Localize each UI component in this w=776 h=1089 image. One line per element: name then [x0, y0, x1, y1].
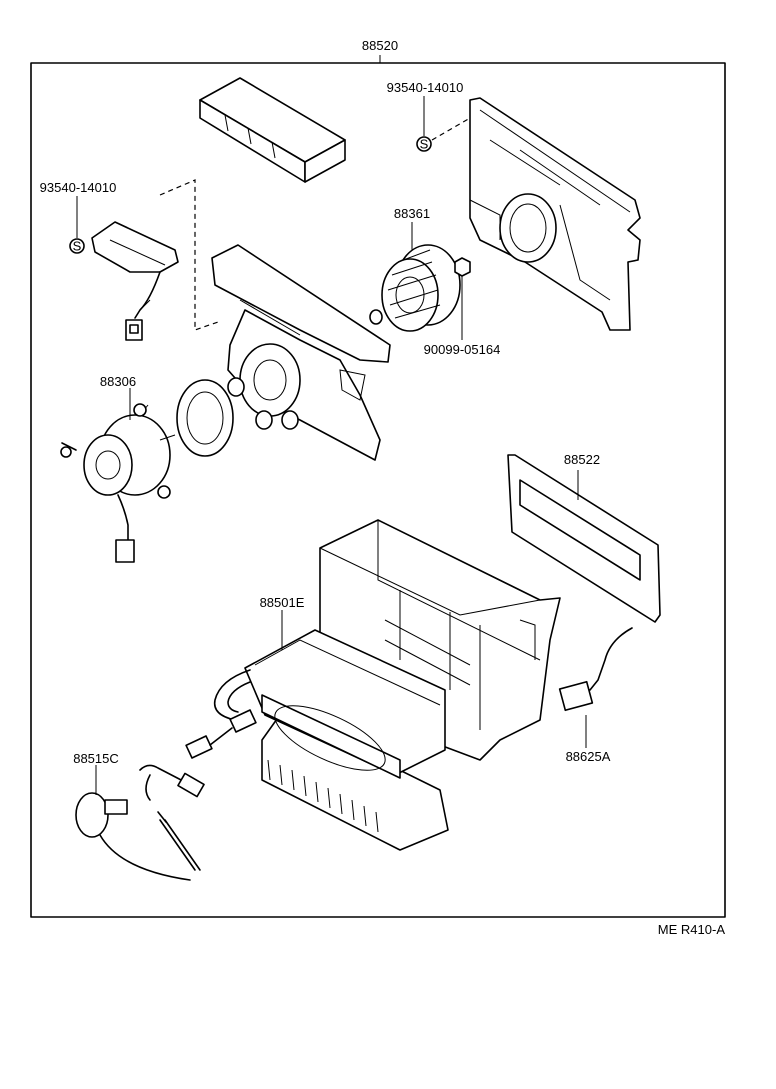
label-screw-right: 93540-14010: [387, 80, 464, 95]
label-fan: 88361: [394, 206, 430, 221]
label-screw-left: 93540-14010: [40, 180, 117, 195]
resistor-part: [91, 221, 179, 341]
motor-screw: [60, 442, 77, 458]
label-nut: 90099-05164: [424, 342, 501, 357]
evaporator-part: [244, 629, 449, 851]
screw-mark-left-icon: S: [69, 238, 85, 254]
label-sensor: 88625A: [566, 749, 611, 764]
motor-part: [83, 403, 176, 563]
screw-mark-right: S: [420, 137, 429, 152]
label-evaporator: 88501E: [260, 595, 305, 610]
figure-code: ME R410-A: [658, 922, 726, 937]
assembly-frame: [30, 62, 726, 918]
screw-mark-right-icon: S: [416, 136, 432, 152]
label-cover: 88522: [564, 452, 600, 467]
screw-mark-left: S: [73, 239, 82, 254]
nut-part: [454, 257, 471, 277]
blower-housing-part: [211, 244, 391, 461]
washer-part: [369, 309, 383, 325]
label-thermistor: 88515C: [73, 751, 119, 766]
sensor-part: [558, 627, 633, 712]
bracket-screw-dashline: [431, 117, 471, 141]
bracket-part: [469, 97, 641, 331]
pipe-part: [139, 669, 257, 801]
filter-part: [199, 77, 346, 183]
label-assembly: 88520: [362, 38, 398, 53]
housing-screw-dashline: [159, 179, 219, 331]
seal-ring-part: [176, 379, 234, 457]
thermistor-part: [75, 792, 201, 881]
label-motor: 88306: [100, 374, 136, 389]
cover-part: [507, 454, 661, 623]
fan-part: [381, 244, 461, 332]
